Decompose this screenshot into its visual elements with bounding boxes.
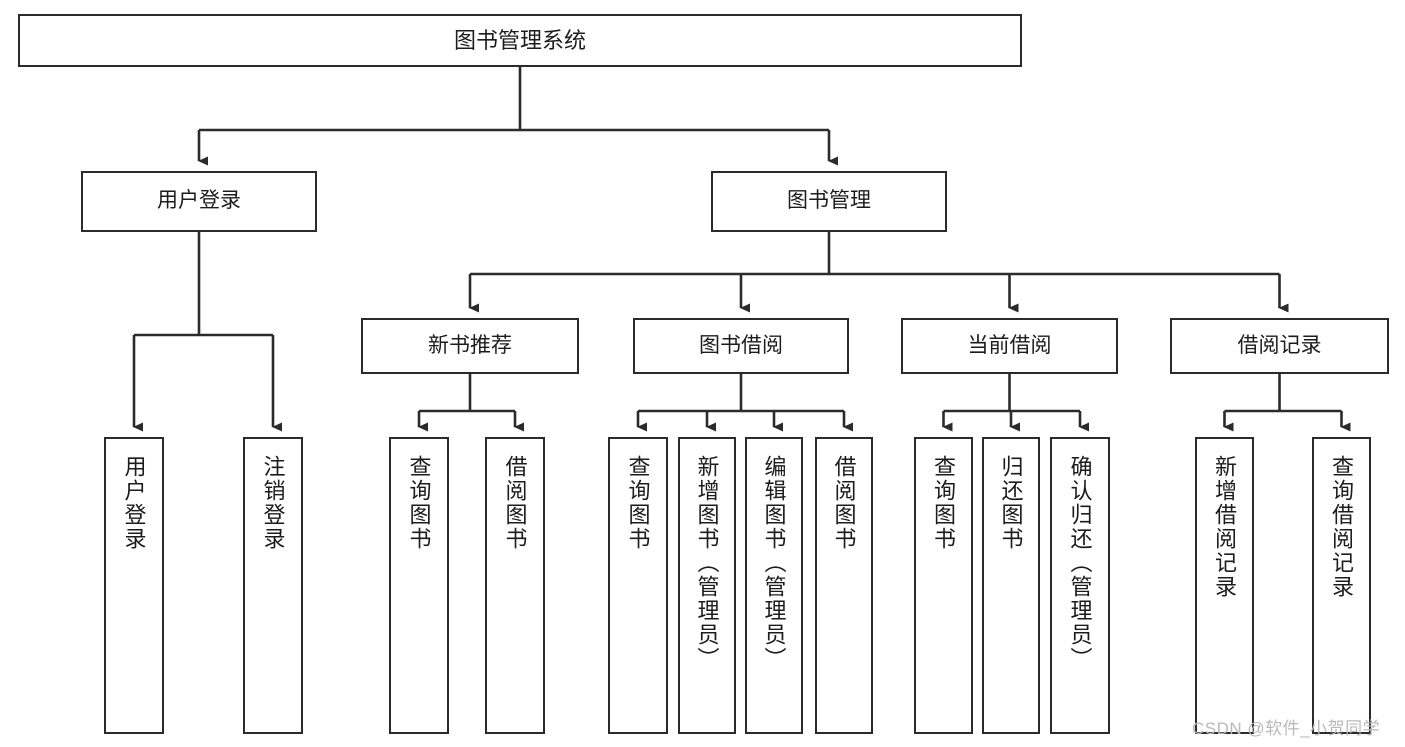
node-root[interactable]: 图书管理系统 xyxy=(18,14,1022,67)
node-label: 图书借阅 xyxy=(699,333,783,357)
node-l2-2[interactable]: 当前借阅 xyxy=(901,318,1118,374)
node-leaf-5[interactable]: 新增图书（管理员） xyxy=(678,437,736,734)
node-leaf-11[interactable]: 新增借阅记录 xyxy=(1195,437,1254,734)
node-l1-1[interactable]: 图书管理 xyxy=(711,171,947,232)
node-label: 确认归还（管理员） xyxy=(1067,455,1093,671)
node-leaf-1[interactable]: 注销登录 xyxy=(243,437,303,734)
node-label: 借阅图书 xyxy=(831,455,857,551)
node-label: 查询借阅记录 xyxy=(1329,455,1355,599)
node-label: 新书推荐 xyxy=(428,333,512,357)
node-leaf-6[interactable]: 编辑图书（管理员） xyxy=(745,437,803,734)
node-l2-3[interactable]: 借阅记录 xyxy=(1170,318,1389,374)
node-leaf-7[interactable]: 借阅图书 xyxy=(815,437,873,734)
node-label: 图书管理 xyxy=(787,189,871,213)
node-l2-0[interactable]: 新书推荐 xyxy=(361,318,579,374)
node-leaf-2[interactable]: 查询图书 xyxy=(389,437,449,734)
node-label: 查询图书 xyxy=(625,455,651,551)
node-leaf-8[interactable]: 查询图书 xyxy=(914,437,973,734)
csdn-watermark: CSDN @软件_小贺同学 xyxy=(1192,719,1381,738)
node-l1-0[interactable]: 用户登录 xyxy=(81,171,317,232)
node-label: 查询图书 xyxy=(406,455,432,551)
node-leaf-10[interactable]: 确认归还（管理员） xyxy=(1050,437,1110,734)
node-label: 查询图书 xyxy=(931,455,957,551)
node-leaf-12[interactable]: 查询借阅记录 xyxy=(1312,437,1371,734)
node-leaf-9[interactable]: 归还图书 xyxy=(982,437,1040,734)
node-label: 归还图书 xyxy=(998,455,1024,551)
node-label: 用户登录 xyxy=(157,189,241,213)
node-leaf-3[interactable]: 借阅图书 xyxy=(485,437,545,734)
node-label: 用户登录 xyxy=(121,455,147,551)
node-l2-1[interactable]: 图书借阅 xyxy=(633,318,849,374)
node-leaf-0[interactable]: 用户登录 xyxy=(104,437,164,734)
node-label: 图书管理系统 xyxy=(453,27,586,53)
node-label: 借阅图书 xyxy=(502,455,528,551)
node-label: 注销登录 xyxy=(260,455,286,551)
node-label: 新增借阅记录 xyxy=(1212,455,1238,599)
node-label: 当前借阅 xyxy=(967,333,1052,357)
node-leaf-4[interactable]: 查询图书 xyxy=(608,437,668,734)
node-label: 借阅记录 xyxy=(1237,333,1322,357)
node-label: 新增图书（管理员） xyxy=(694,455,720,671)
node-label: 编辑图书（管理员） xyxy=(761,455,787,671)
connector-lines xyxy=(132,67,1351,432)
